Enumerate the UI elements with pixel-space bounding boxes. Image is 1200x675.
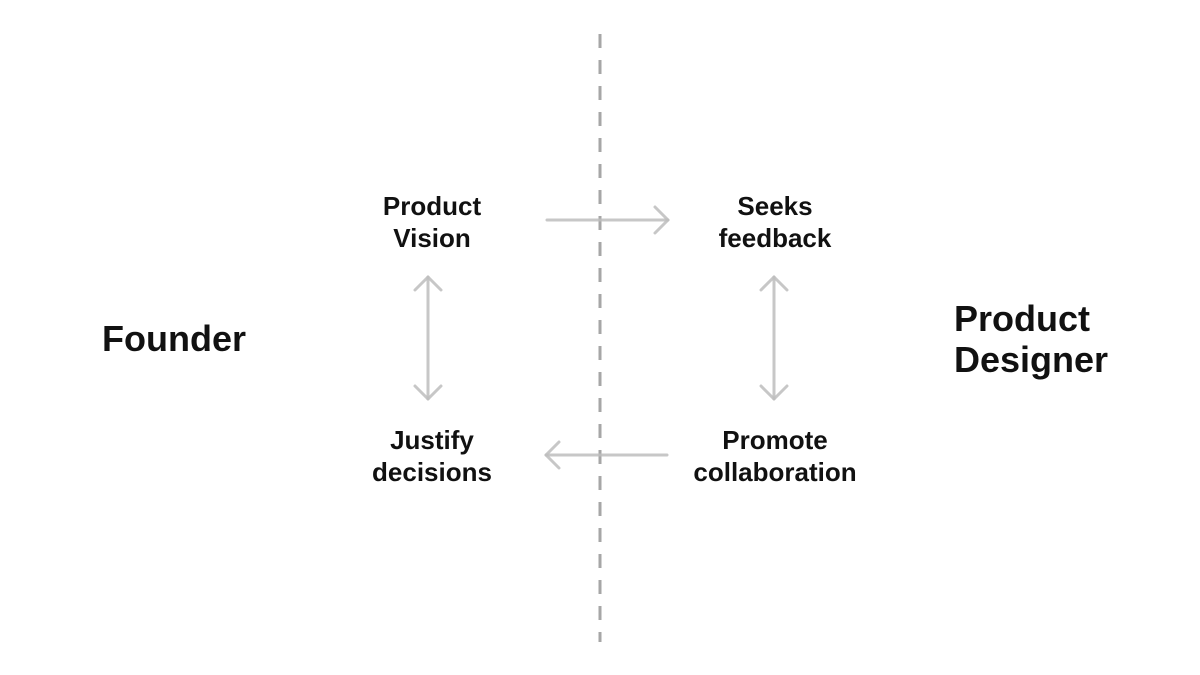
node-promote-collaboration-line-1: Promote [722,425,828,455]
node-justify-decisions-line-2: decisions [372,457,492,487]
arrow-collaboration-to-justify [544,440,669,470]
node-product-vision: Product Vision [322,190,542,254]
arrow-feedback-collaboration [759,275,789,401]
arrow-vision-justify [413,275,443,401]
node-seeks-feedback-line-2: feedback [718,223,832,253]
node-product-vision-line-1: Product [382,191,482,221]
node-seeks-feedback: Seeks feedback [665,190,885,254]
arrow-vision-to-feedback [545,205,670,235]
node-promote-collaboration-line-2: collaboration [693,457,857,487]
node-seeks-feedback-line-1: Seeks [737,191,813,221]
product-designer-line-2: Designer [954,339,1109,380]
founder-label: Founder [102,318,246,359]
product-designer-line-1: Product [954,298,1091,339]
node-justify-decisions: Justify decisions [322,424,542,488]
node-product-vision-line-2: Vision [393,223,471,253]
node-promote-collaboration: Promote collaboration [665,424,885,488]
node-justify-decisions-line-1: Justify [390,425,474,455]
product-designer-label: Product Designer [954,298,1108,380]
